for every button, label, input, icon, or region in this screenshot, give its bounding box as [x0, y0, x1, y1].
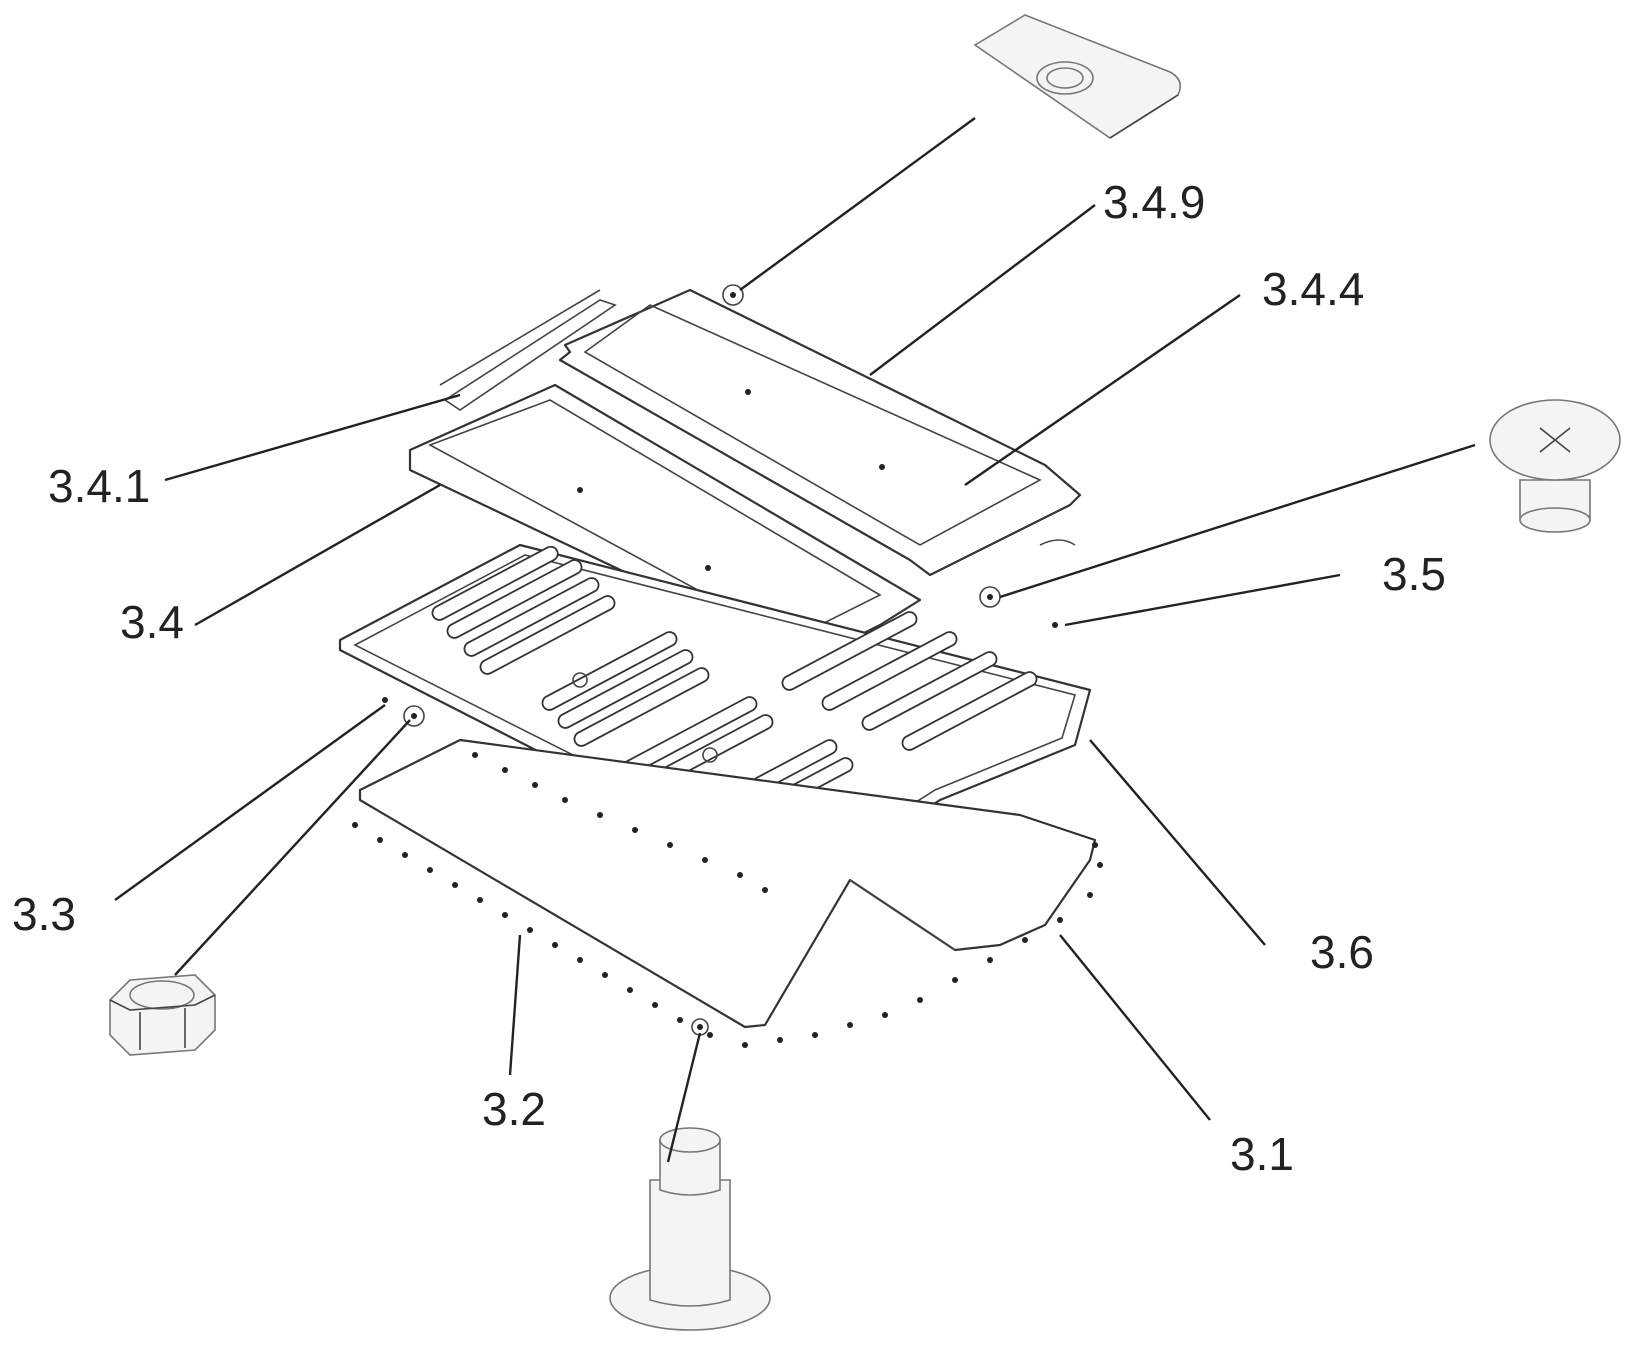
- label-3-4-1: 3.4.1: [48, 460, 150, 512]
- stud-bolt: [609, 1127, 771, 1331]
- lower-module-frame: [408, 383, 922, 662]
- leader-3-1: [1059, 934, 1211, 1121]
- leader-3-5: [1064, 573, 1341, 627]
- leader-nut: [174, 719, 411, 976]
- leader-3-3: [114, 704, 386, 901]
- label-3-4-9: 3.4.9: [1103, 176, 1205, 228]
- leader-stud: [666, 1032, 702, 1163]
- label-3-5: 3.5: [1382, 548, 1446, 600]
- leader-top-cover: [739, 117, 976, 291]
- label-3-4: 3.4: [120, 596, 184, 648]
- bottom-plate: [358, 738, 1097, 1029]
- fastener-dot-array: [352, 622, 1103, 1048]
- label-3-3: 3.3: [12, 888, 76, 940]
- leader-3-4: [194, 483, 441, 627]
- reference-labels: 3.4.9 3.4.4 3.4.1 3.4 3.5 3.3 3.6 3.2 3.…: [12, 176, 1446, 1180]
- leader-3-6: [1089, 739, 1266, 946]
- leader-lines: [114, 117, 1476, 1163]
- cap-screw: [1489, 399, 1621, 533]
- top-cover-plate: [973, 14, 1181, 139]
- upper-module-frame: [558, 288, 1082, 577]
- label-3-6: 3.6: [1310, 926, 1374, 978]
- label-3-4-4: 3.4.4: [1262, 263, 1364, 315]
- label-3-2: 3.2: [482, 1083, 546, 1135]
- leader-screw: [999, 443, 1476, 599]
- leader-3-4-9: [869, 204, 1096, 376]
- label-3-1: 3.1: [1230, 1128, 1294, 1180]
- leader-3-4-1: [164, 393, 461, 482]
- castle-nut: [109, 974, 216, 1056]
- leader-3-4-4: [964, 294, 1241, 486]
- leader-3-2: [508, 934, 522, 1076]
